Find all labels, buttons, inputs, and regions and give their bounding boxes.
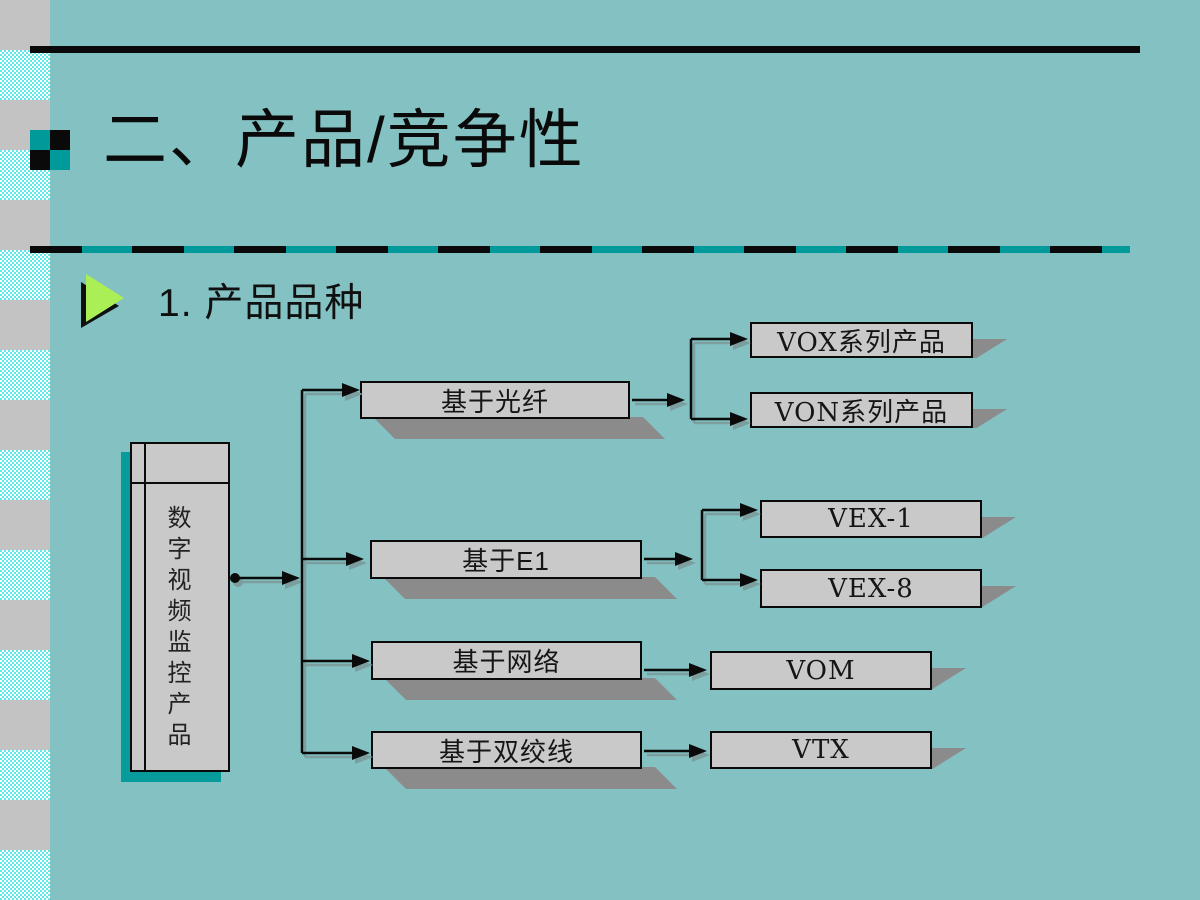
branch-shadow [373, 417, 665, 439]
top-rule [30, 46, 1140, 53]
bullet-triangle-icon [81, 274, 124, 328]
root-box-label: 数字视频监控产品 [167, 505, 193, 749]
leaf-box-vex1: VEX-1 [760, 500, 982, 538]
leaf-box-vex8: VEX-8 [760, 569, 982, 608]
leaf-box-vom: VOM [710, 651, 932, 690]
branch-label: 基于光纤 [440, 386, 549, 417]
checker-quadrant [30, 130, 50, 150]
root-box-inner-vline [144, 444, 146, 770]
title-checker-icon [30, 130, 70, 170]
leaf-box-vox: VOX系列产品 [750, 322, 973, 358]
slide-title: 二、产品/竞争性 [103, 104, 585, 176]
leaf-box-vtx: VTX [710, 731, 932, 769]
branch-box-twisted-pair: 基于双绞线 [371, 731, 642, 769]
branch-label: 基于E1 [462, 546, 550, 576]
checker-quadrant [50, 130, 70, 150]
checker-quadrant [50, 150, 70, 170]
leaf-box-von: VON系列产品 [750, 392, 973, 428]
branch-label: 基于网络 [452, 647, 561, 677]
leaf-label: VEX-1 [828, 504, 914, 534]
section-bullet-text: 1. 产品品种 [158, 282, 365, 325]
checker-quadrant [30, 150, 50, 170]
branch-shadow [384, 767, 677, 789]
leaf-label: VOX系列产品 [777, 327, 946, 358]
dashed-divider [30, 246, 1130, 253]
branch-box-fiber: 基于光纤 [360, 381, 630, 419]
leaf-label: VON系列产品 [774, 397, 949, 428]
root-box-inner-hline [132, 482, 228, 484]
root-box: 数字视频监控产品 [130, 442, 230, 772]
branch-label: 基于双绞线 [438, 736, 574, 767]
branch-box-e1: 基于E1 [370, 540, 642, 579]
branch-shadow [384, 678, 677, 700]
leaf-label: VTX [792, 735, 850, 765]
leaf-label: VOM [786, 655, 856, 686]
branch-shadow [383, 577, 677, 599]
leaf-label: VEX-8 [828, 573, 914, 604]
branch-box-network: 基于网络 [371, 641, 642, 680]
